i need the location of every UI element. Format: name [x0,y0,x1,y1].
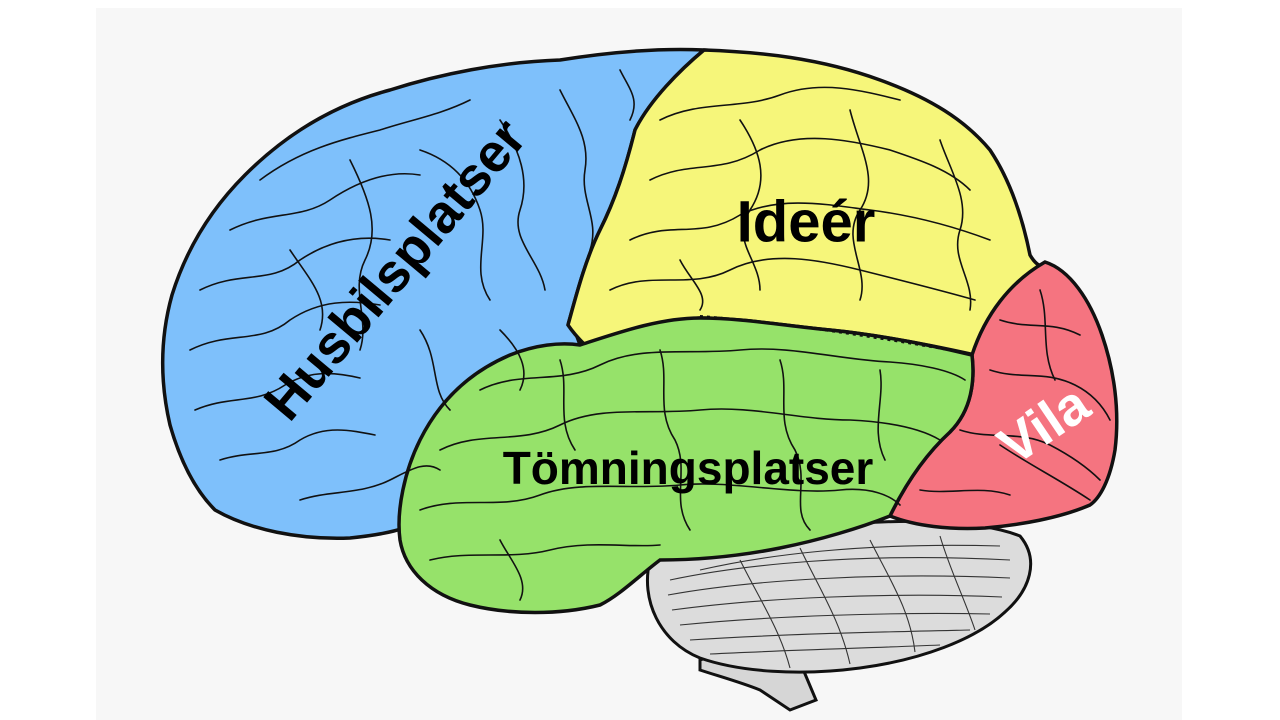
label-temporal: Tömningsplatser [503,442,874,494]
label-parietal: Ideér [737,189,876,254]
temporal-lobe [397,316,975,615]
gyri-lines [189,69,1111,601]
lobe-boundary [699,315,973,355]
cerebellum [645,519,1033,674]
